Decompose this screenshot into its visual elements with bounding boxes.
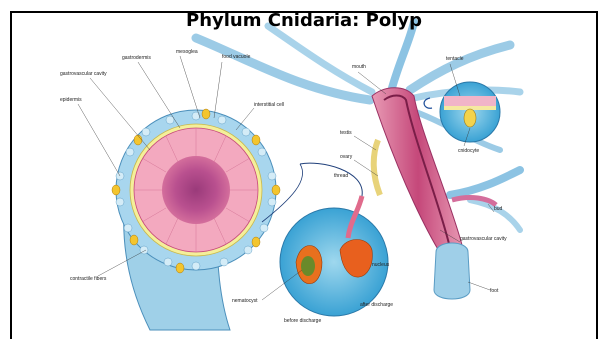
label-mouth: mouth <box>352 64 366 70</box>
label-tentacle: tentacle <box>446 56 464 62</box>
label-before-discharge: before discharge <box>284 318 321 324</box>
cross-section <box>112 109 280 330</box>
label-cnidocyte: cnidocyte <box>458 148 479 154</box>
label-nucleus: nucleus <box>372 262 390 268</box>
label-epidermis: epidermis <box>60 97 82 103</box>
label-mesoglea: mesoglea <box>176 49 198 55</box>
label-gastrodermis: gastrodermis <box>122 55 151 61</box>
label-after-discharge: after discharge <box>360 302 393 308</box>
slide-title: Phylum Cnidaria: Polyp <box>0 10 608 31</box>
label-testis: testis <box>340 130 352 136</box>
nematocyst-inset <box>262 163 388 316</box>
label-gastrovascular-cavity-left: gastrovascular cavity <box>60 71 107 77</box>
label-foot: foot <box>490 288 499 294</box>
label-ovary: ovary <box>340 154 353 160</box>
label-food-vacuole: food vacuole <box>222 54 251 60</box>
label-interstitial-cell: interstitial cell <box>254 102 284 108</box>
label-bud: bud <box>494 206 503 212</box>
label-nematocyst: nematocyst <box>232 298 258 304</box>
label-contractile-fibers: contractile fibers <box>70 276 107 282</box>
label-gastrovascular-cavity-right: gastrovascular cavity <box>460 236 507 242</box>
label-thread: thread <box>334 173 348 179</box>
